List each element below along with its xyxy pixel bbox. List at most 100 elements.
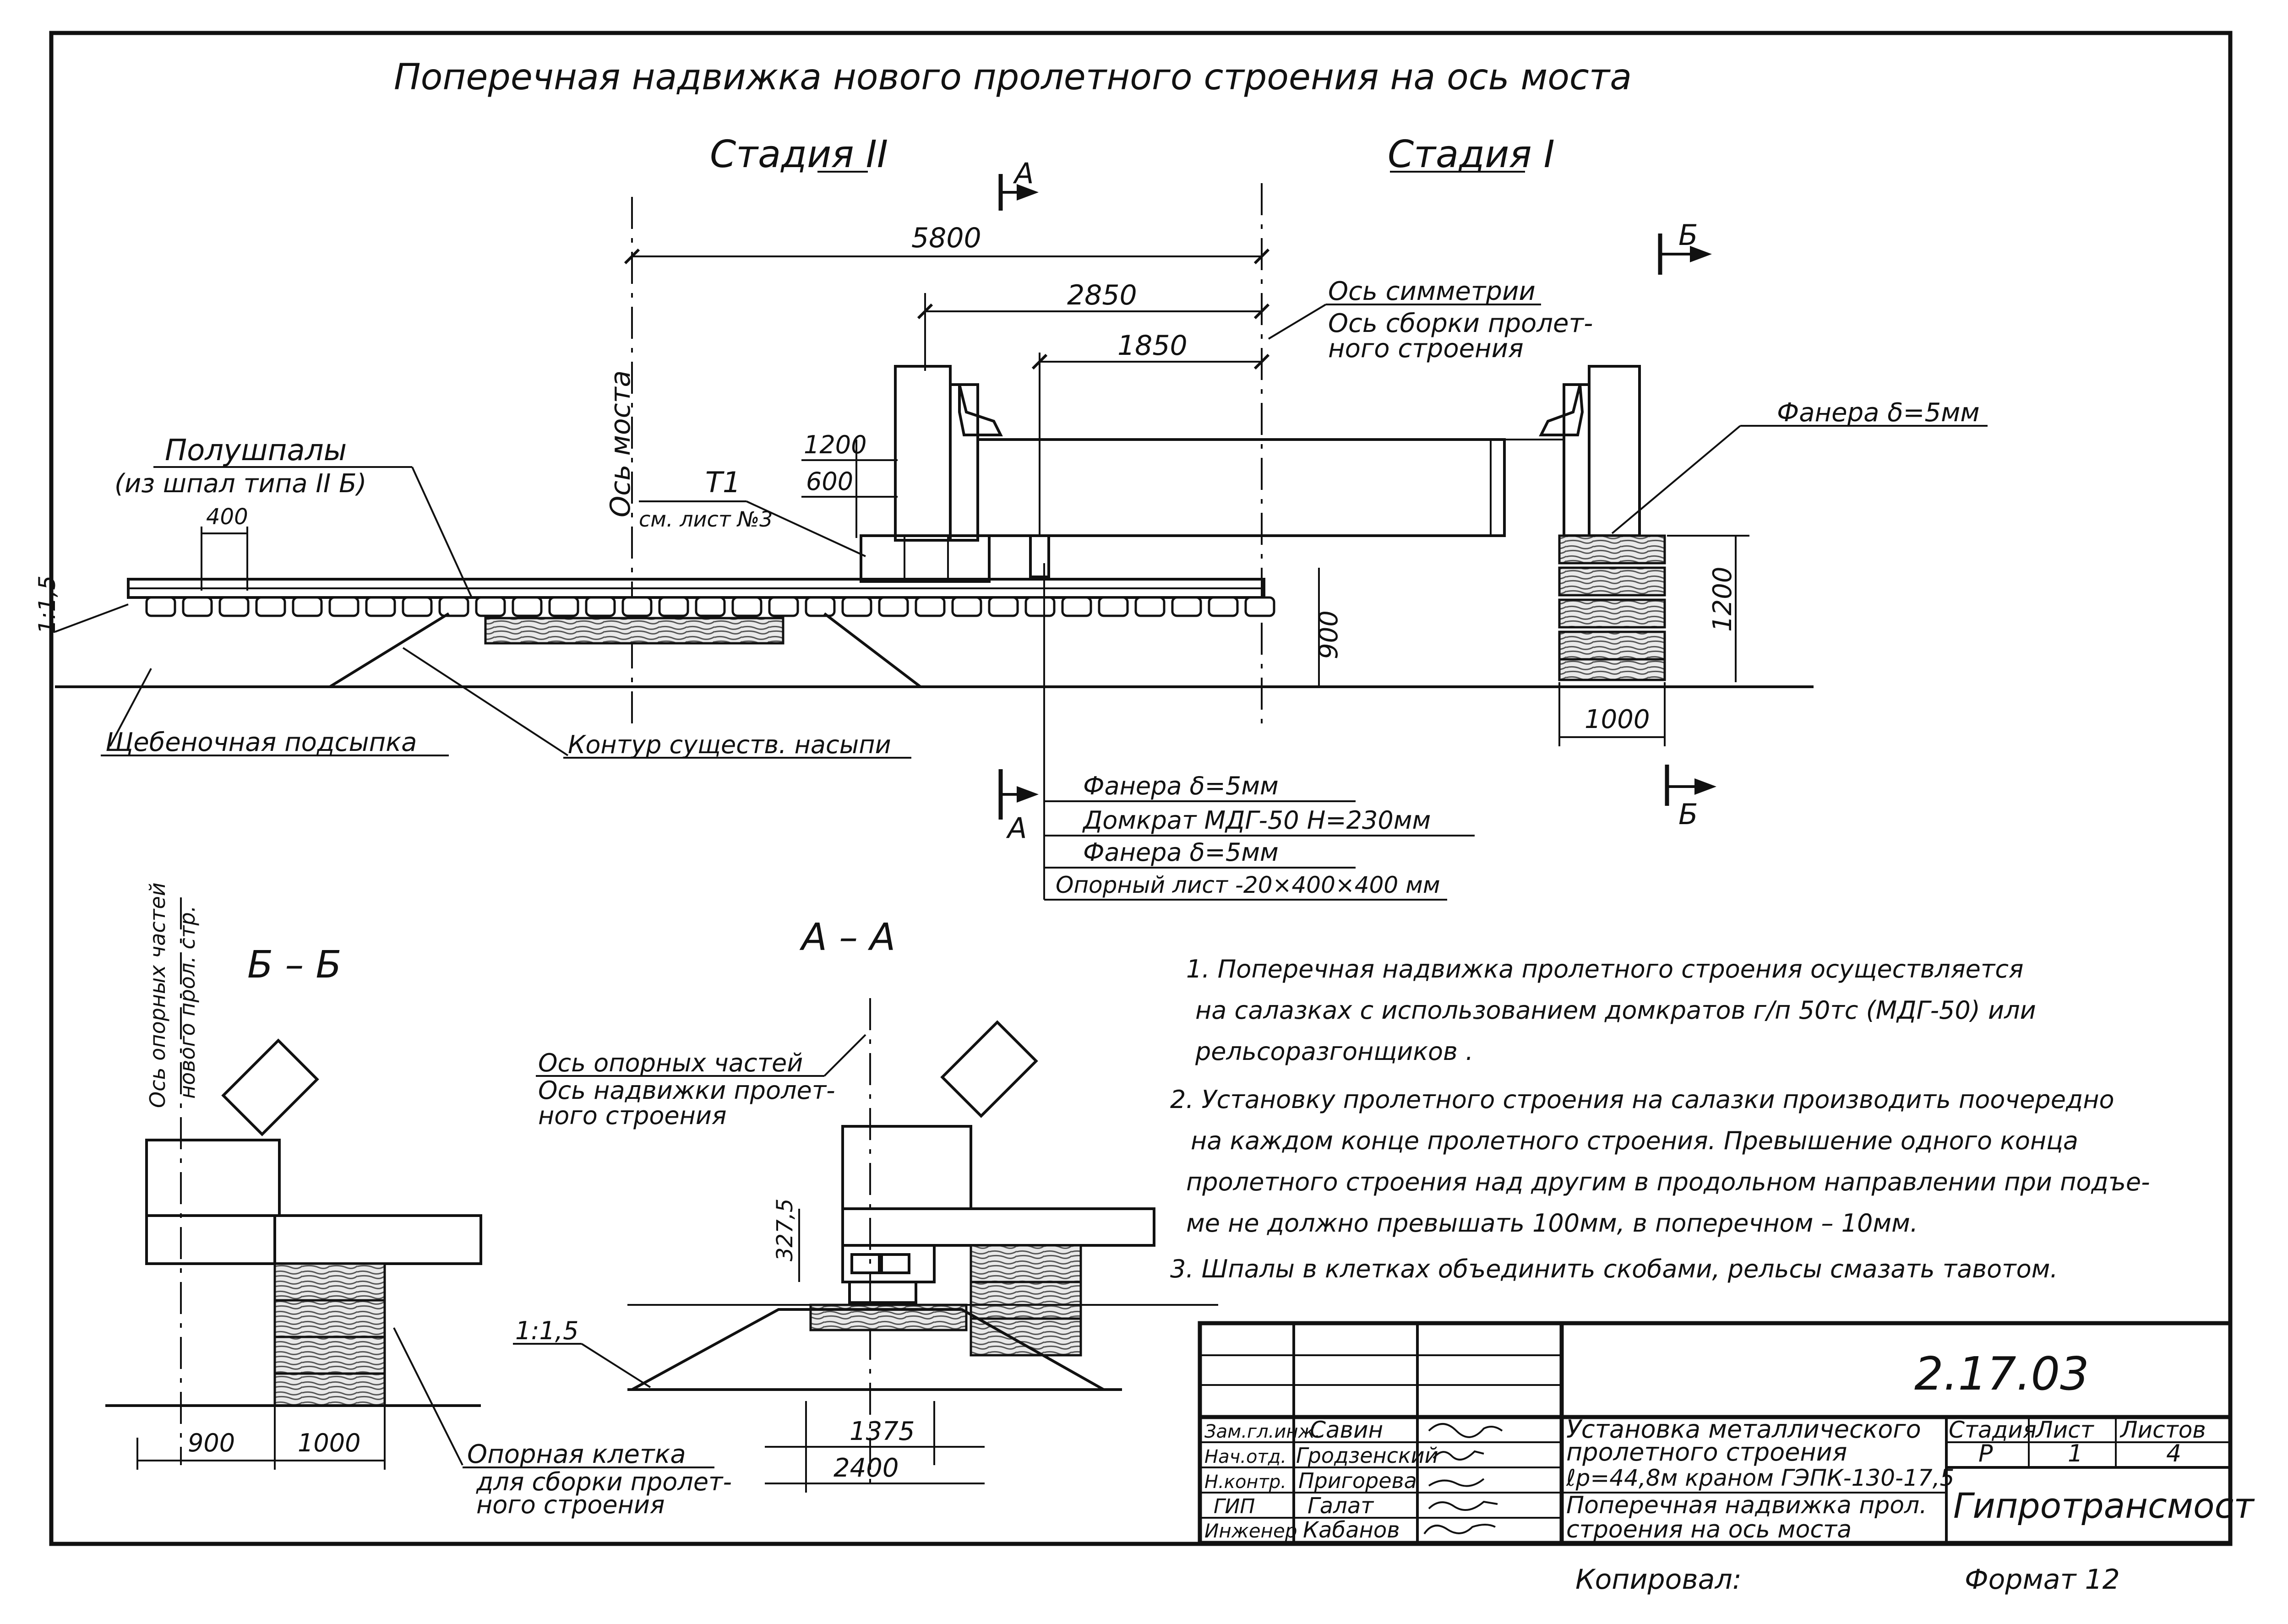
svg-text:Б: Б [1678, 218, 1698, 252]
sleeper [585, 596, 616, 617]
stage-1-label: Стадия I [1388, 133, 1555, 176]
sleeper [438, 596, 469, 617]
section-aa: А – А Ось опорных частей Ось надвижки пр… [513, 916, 1218, 1493]
dimension-1850: 1850 [1031, 330, 1270, 527]
legend-item-3: Фанера δ=5мм [1083, 838, 1279, 867]
col-sheet: Лист [2035, 1417, 2095, 1443]
note-line-1: 1. Поперечная надвижка пролетного строен… [1186, 955, 2024, 983]
drawing-code: 2.17.03 [1914, 1347, 2089, 1401]
role-4: ГИП [1214, 1495, 1255, 1518]
t1-ref: см. лист №3 [639, 507, 773, 532]
sleeper [768, 596, 799, 617]
section-mark-a-top: А [998, 157, 1039, 211]
copied-label: Копировал: [1575, 1564, 1742, 1596]
symmetry-axis-label: Ось симметрии [1328, 277, 1536, 306]
drawing-title: Поперечная надвижка нового пролетного ст… [394, 57, 1632, 98]
svg-text:1:1,5: 1:1,5 [515, 1316, 578, 1345]
title-block: 2.17.03 Зам.гл.инж. Нач.отд. Н.контр. ГИ… [1198, 1321, 2255, 1545]
assembly-axis-label-1: Ось сборки пролет- [1328, 309, 1593, 338]
sleeper [218, 596, 250, 617]
note-line-7: ме не должно превышать 100мм, в поперечн… [1186, 1209, 1918, 1238]
dimension-5800: 5800 [624, 222, 1270, 265]
svg-text:1200: 1200 [804, 430, 866, 459]
half-sleepers-label: Полушпалы [165, 434, 347, 467]
svg-text:1200: 1200 [1708, 566, 1738, 632]
stage-1-frame [1502, 365, 1641, 537]
col-sheets: Листов [2119, 1417, 2206, 1443]
name-5: Кабанов [1303, 1517, 1400, 1543]
svg-text:900: 900 [1314, 610, 1344, 659]
sheet-title-1: Поперечная надвижка прол. [1566, 1492, 1927, 1519]
sheets-value: 4 [2166, 1440, 2181, 1467]
legend-item-4: Опорный лист -20×400×400 мм [1056, 872, 1440, 898]
sleeper [841, 596, 872, 617]
sleeper [365, 596, 396, 617]
signature-1 [1428, 1423, 1503, 1438]
svg-text:400: 400 [206, 504, 248, 530]
svg-text:1000: 1000 [298, 1428, 360, 1457]
svg-text:2400: 2400 [833, 1453, 899, 1483]
stage-1-crib [1558, 534, 1666, 681]
note-line-8: 3. Шпалы в клетках объединить скобами, р… [1170, 1255, 2058, 1283]
stage-2-label: Стадия II [710, 133, 888, 176]
sleeper [145, 596, 176, 617]
svg-text:Б: Б [1678, 798, 1698, 831]
sleeper [402, 596, 433, 617]
svg-text:1000: 1000 [1585, 705, 1650, 734]
role-1: Зам.гл.инж. [1204, 1421, 1320, 1442]
sleeper [255, 596, 286, 617]
stage-value: Р [1978, 1440, 1993, 1467]
sheet-value: 1 [2068, 1440, 2083, 1467]
plywood-top-label: Фанера δ=5мм [1777, 398, 1980, 428]
sleeper [1244, 596, 1275, 617]
slope-main: 1:1,5 [34, 576, 60, 634]
svg-text:Ось надвижки пролет-: Ось надвижки пролет- [538, 1076, 835, 1105]
svg-text:1850: 1850 [1117, 330, 1188, 362]
svg-text:Опорная клетка: Опорная клетка [467, 1439, 686, 1469]
sleeper [1098, 596, 1129, 617]
legend-item-1: Фанера δ=5мм [1083, 771, 1279, 800]
sleeper [878, 596, 909, 617]
section-mark-a-bottom: А [998, 769, 1039, 845]
embankment-label: Контур существ. насыпи [568, 730, 891, 759]
signature-5 [1423, 1524, 1496, 1535]
jack-icon [1029, 534, 1050, 578]
sleeper [328, 596, 360, 617]
support-legend: Фанера δ=5мм Домкрат МДГ-50 Н=230мм Фане… [1043, 563, 1475, 901]
note-line-4: 2. Установку пролетного строения на сала… [1170, 1085, 2114, 1114]
sheet-border [49, 31, 2233, 1546]
t1-label: Т1 [705, 466, 741, 499]
signature-4 [1428, 1500, 1498, 1511]
svg-text:А: А [1006, 811, 1027, 845]
role-3: Н.контр. [1204, 1472, 1286, 1493]
svg-text:Ось опорных частей: Ось опорных частей [538, 1048, 803, 1077]
note-line-6: пролетного строения над другим в продоль… [1186, 1168, 2150, 1196]
organization: Гипротрансмост [1953, 1485, 2255, 1526]
sleeper [695, 596, 726, 617]
note-line-5: на каждом конце пролетного строения. Пре… [1191, 1126, 2078, 1155]
ballast-label: Щебеночная подсыпка [105, 728, 417, 757]
svg-text:ного строения: ного строения [538, 1101, 727, 1130]
dimension-1000: 1000 [1558, 682, 1666, 746]
dimension-2850: 2850 [917, 279, 1270, 371]
sleeper [1024, 596, 1056, 617]
legend-item-2: Домкрат МДГ-50 Н=230мм [1082, 806, 1431, 835]
notes: 1. Поперечная надвижка пролетного строен… [1170, 955, 2150, 1283]
section-mark-b-bottom: Б [1665, 765, 1716, 831]
svg-text:2850: 2850 [1067, 279, 1137, 311]
sleeper [951, 596, 982, 617]
embankment-contour [54, 603, 1814, 688]
dimension-1200-600: 1200 600 [801, 430, 898, 538]
project-line-1: Установка металлического [1566, 1415, 1921, 1444]
role-5: Инженер [1204, 1520, 1297, 1542]
sleeper [1171, 596, 1202, 617]
sleeper [621, 596, 653, 617]
dimension-900: 900 [1314, 568, 1344, 687]
note-line-3: рельсоразгонщиков . [1195, 1037, 1473, 1066]
svg-text:ного строения: ного строения [476, 1490, 665, 1519]
span-beam [976, 438, 1506, 578]
sleeper [1061, 596, 1092, 617]
half-sleepers-note: (из шпал типа II Б) [114, 469, 366, 499]
svg-text:327,5: 327,5 [772, 1199, 798, 1261]
